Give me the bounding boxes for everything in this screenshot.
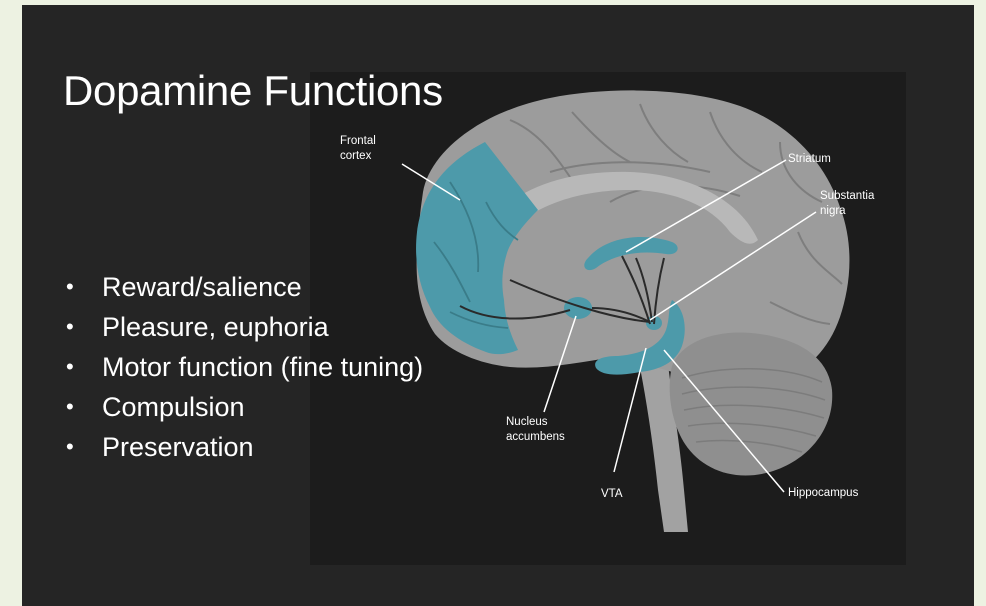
label-nucleus-accumbens-line2: accumbens: [506, 430, 565, 445]
bullet-item: • Reward/salience: [66, 267, 423, 307]
bullet-text: Motor function (fine tuning): [102, 352, 423, 382]
label-substantia-nigra: Substantia nigra: [820, 189, 874, 219]
slide-title: Dopamine Functions: [63, 67, 443, 115]
label-hippocampus: Hippocampus: [788, 486, 858, 501]
nucleus-accumbens-highlight: [564, 297, 592, 319]
label-frontal-cortex: Frontal cortex: [340, 134, 376, 164]
bullet-text: Pleasure, euphoria: [102, 312, 329, 342]
label-frontal-cortex-line2: cortex: [340, 149, 376, 164]
label-vta: VTA: [601, 487, 623, 502]
bullet-item: • Compulsion: [66, 387, 423, 427]
bullet-text: Compulsion: [102, 392, 245, 422]
bullet-icon: •: [66, 387, 74, 427]
label-frontal-cortex-line1: Frontal: [340, 134, 376, 149]
bullet-icon: •: [66, 347, 74, 387]
bullet-item: • Motor function (fine tuning): [66, 347, 423, 387]
bullet-text: Reward/salience: [102, 272, 302, 302]
label-substantia-nigra-line2: nigra: [820, 204, 874, 219]
label-striatum: Striatum: [788, 152, 831, 167]
bullet-icon: •: [66, 307, 74, 347]
bullet-list: • Reward/salience • Pleasure, euphoria • Mo…: [66, 267, 423, 467]
label-substantia-nigra-line1: Substantia: [820, 189, 874, 204]
label-nucleus-accumbens-line1: Nucleus: [506, 415, 565, 430]
presentation-slide: Frontal cortex Striatum Substantia nigra…: [22, 5, 974, 606]
bullet-icon: •: [66, 427, 74, 467]
bullet-item: • Preservation: [66, 427, 423, 467]
label-nucleus-accumbens: Nucleus accumbens: [506, 415, 565, 445]
bullet-text: Preservation: [102, 432, 254, 462]
bullet-icon: •: [66, 267, 74, 307]
bullet-item: • Pleasure, euphoria: [66, 307, 423, 347]
